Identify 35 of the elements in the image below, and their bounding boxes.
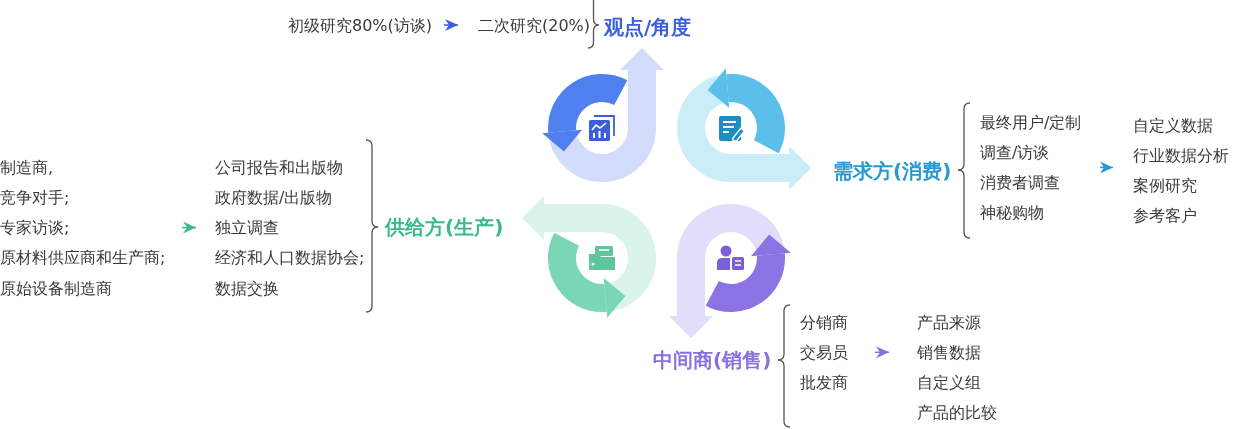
arrow (181, 221, 197, 234)
category-heading: 观点/角度 (604, 15, 692, 39)
list-item: 原始设备制造商 (0, 278, 112, 298)
list-item: 最终用户/定制 (980, 112, 1082, 132)
list-item: 二次研究(20%) (478, 15, 591, 35)
list-item: 产品来源 (917, 312, 981, 332)
arrow (1099, 161, 1114, 174)
list-item: 制造商, (0, 157, 54, 177)
list-item: 神秘购物 (980, 203, 1044, 223)
list-item: 公司报告和出版物 (215, 157, 343, 177)
list-item: 分销商 (800, 312, 848, 332)
arrow (443, 19, 459, 31)
list-item: 初级研究80%(访谈) (288, 15, 433, 35)
list-item: 交易员 (800, 342, 848, 362)
list-item: 数据交换 (215, 278, 279, 298)
list-item: 政府数据/出版物 (215, 187, 333, 207)
list-item: 独立调查 (215, 218, 279, 238)
list-item: 产品的比较 (917, 403, 997, 423)
list-item: 参考客户 (1133, 206, 1197, 226)
list-item: 自定义组 (917, 373, 981, 393)
list-item: 专家访谈; (0, 218, 70, 238)
category-heading: 供给方(生产) (385, 215, 504, 239)
list-item: 自定义数据 (1133, 115, 1213, 135)
list-item: 调查/访谈 (980, 142, 1050, 162)
category-heading: 需求方(消费) (833, 159, 952, 183)
list-item: 经济和人口数据协会; (215, 248, 365, 268)
list-item: 行业数据分析 (1133, 145, 1229, 165)
list-item: 原材料供应商和生产商; (0, 248, 166, 268)
list-item: 批发商 (800, 373, 848, 393)
category-heading: 中间商(销售) (653, 348, 772, 372)
list-item: 案例研究 (1133, 176, 1197, 196)
list-item: 竞争对手; (0, 187, 70, 207)
list-item: 销售数据 (917, 342, 981, 362)
list-item: 消费者调查 (980, 173, 1060, 193)
arrow (874, 346, 890, 359)
